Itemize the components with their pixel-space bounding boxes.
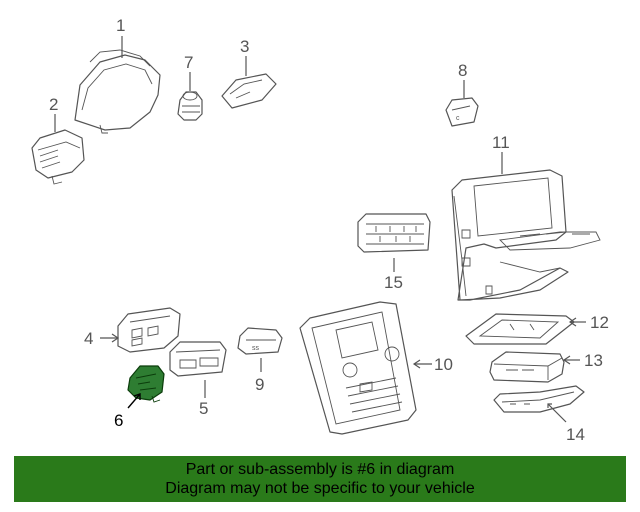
part-2-module[interactable] — [31, 129, 85, 185]
part-1-instrument-cluster[interactable] — [74, 49, 161, 134]
callout-9: 9 — [255, 375, 264, 394]
part-12-bezel[interactable] — [465, 313, 575, 345]
part-13-module-box[interactable] — [489, 351, 565, 383]
callout-5: 5 — [199, 399, 208, 418]
callout-14: 14 — [566, 425, 585, 444]
callout-12: 12 — [590, 313, 609, 332]
callout-11: 11 — [492, 133, 510, 152]
callout-7: 7 — [184, 53, 193, 72]
parts-diagram: 1 2 7 3 c 8 11 — [31, 16, 609, 444]
part-6-highlighted-switch[interactable] — [127, 365, 165, 403]
part-8-button[interactable]: c — [445, 97, 479, 127]
part-7-sensor[interactable] — [177, 91, 203, 121]
part-10-radio-panel[interactable] — [299, 301, 417, 435]
callout-13: 13 — [584, 351, 603, 370]
part-5-switch-module[interactable] — [169, 341, 227, 377]
callout-1: 1 — [116, 16, 125, 35]
part-14-bracket[interactable] — [493, 385, 585, 413]
callout-4: 4 — [84, 329, 93, 348]
banner-line-2: Diagram may not be specific to your vehi… — [165, 480, 475, 497]
callout-3: 3 — [240, 37, 249, 56]
callout-8: 8 — [458, 61, 467, 80]
callout-2: 2 — [49, 95, 58, 114]
callout-10: 10 — [434, 355, 453, 374]
callout-6: 6 — [114, 411, 123, 430]
notice-banner: Part or sub-assembly is #6 in diagram Di… — [14, 456, 626, 502]
part-3-switch[interactable] — [221, 73, 277, 109]
svg-text:ss: ss — [252, 345, 260, 352]
callout-15: 15 — [384, 273, 403, 292]
part-11-display-panel[interactable] — [451, 169, 601, 301]
part-15-climate-control[interactable] — [357, 213, 431, 253]
svg-text:c: c — [456, 115, 460, 122]
part-4-switch-bank[interactable] — [117, 307, 181, 353]
banner-line-1: Part or sub-assembly is #6 in diagram — [185, 461, 455, 478]
part-9-button[interactable]: ss — [237, 327, 283, 355]
